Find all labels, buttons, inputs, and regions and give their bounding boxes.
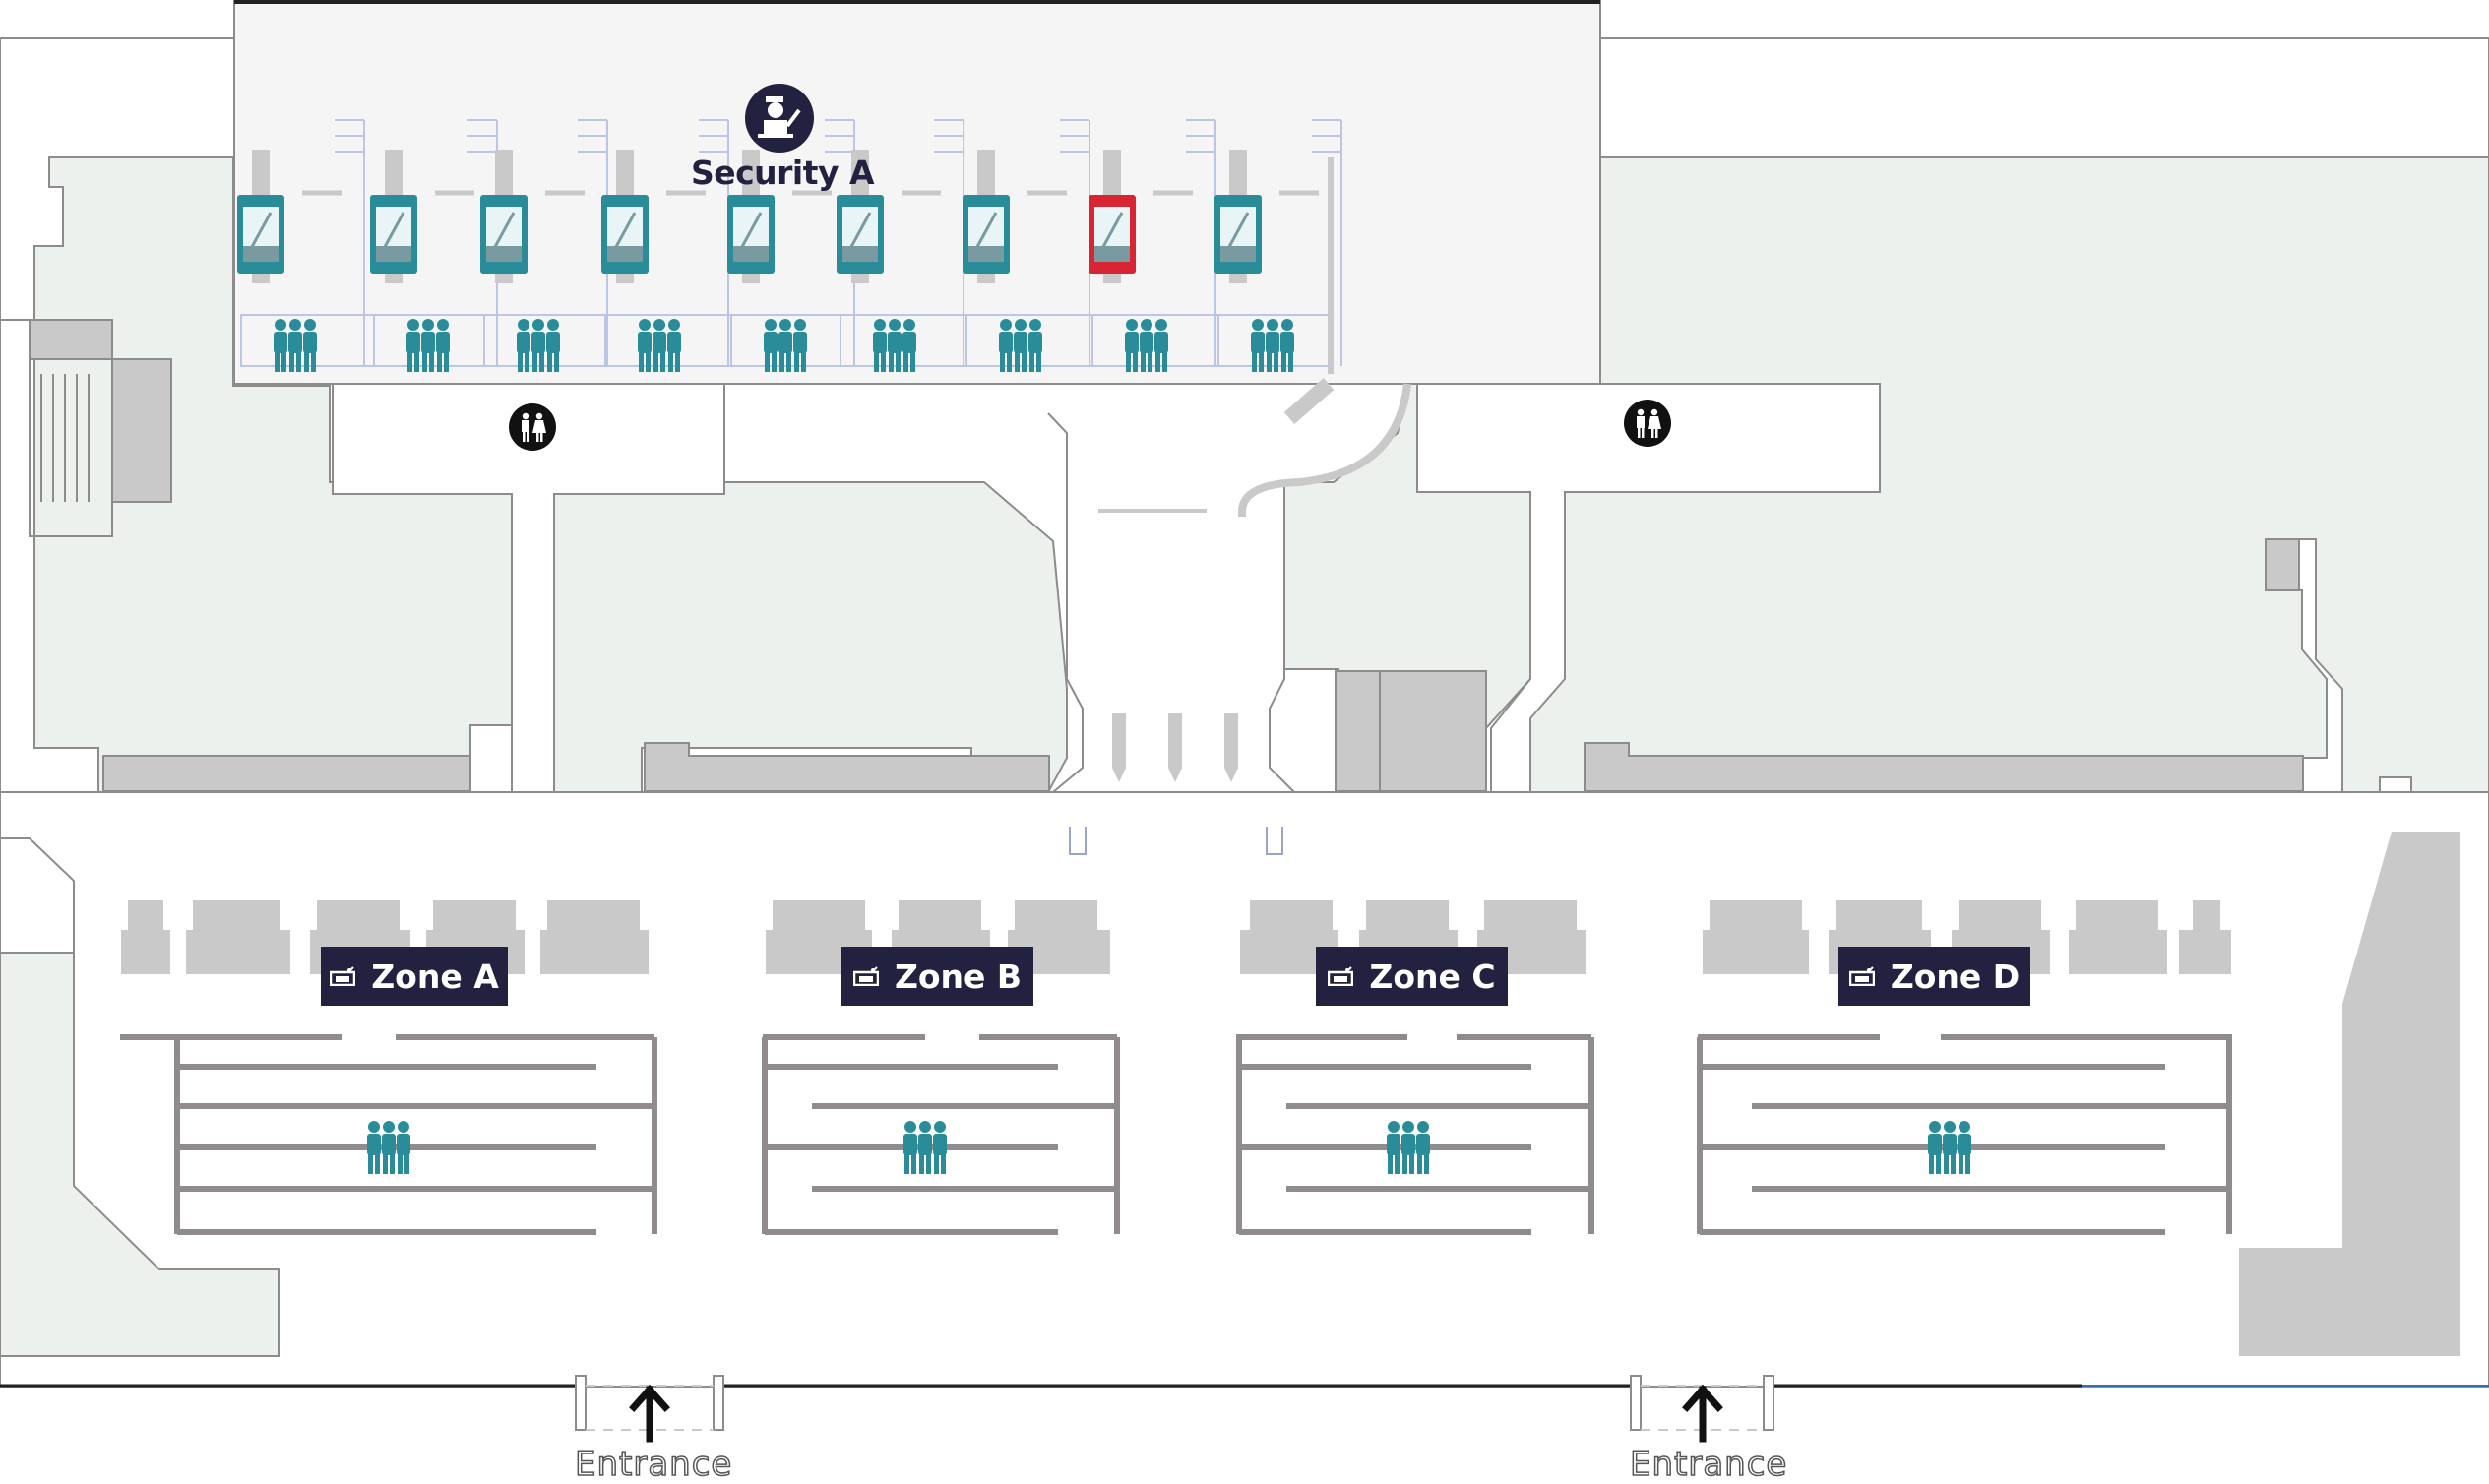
lane-rails [840, 119, 964, 366]
lane-rails [604, 119, 729, 366]
arrow-up-icon [1682, 1385, 1723, 1443]
lane-rails [240, 119, 365, 366]
zone-label-d[interactable]: Zone D [1838, 947, 2030, 1006]
zone-label-text: Zone C [1369, 957, 1496, 996]
security-scanner-open[interactable] [601, 150, 649, 283]
baggage-icon [1848, 966, 1875, 986]
lane-rails [373, 119, 498, 366]
lane-rails [965, 119, 1090, 366]
restroom-icon [1624, 400, 1671, 447]
security-scanner-open[interactable] [837, 150, 884, 283]
baggage-icon [852, 966, 879, 986]
lower-right-area [2239, 832, 2460, 1356]
zone-label-b[interactable]: Zone B [841, 947, 1033, 1006]
security-scanner-closed[interactable] [1089, 150, 1136, 283]
security-scanner-open[interactable] [963, 150, 1010, 283]
entrance-label[interactable]: Entrance [574, 1444, 733, 1484]
zone-label-text: Zone B [894, 957, 1023, 996]
baggage-icon [1328, 966, 1354, 986]
zone-label-text: Zone A [371, 957, 499, 996]
security-scanner-open[interactable] [727, 150, 775, 283]
baggage-icon [330, 966, 356, 986]
zone-label-text: Zone D [1890, 957, 2021, 996]
lower-left-area [0, 837, 75, 954]
lane-rails [1091, 119, 1216, 366]
zone-label-c[interactable]: Zone C [1316, 947, 1508, 1006]
zone-label-a[interactable]: Zone A [321, 947, 508, 1006]
restroom-icon [509, 403, 556, 451]
security-scanner-open[interactable] [480, 150, 528, 283]
security-scanner-open[interactable] [237, 150, 284, 283]
arrow-up-icon [629, 1385, 670, 1443]
entrance-label[interactable]: Entrance [1629, 1444, 1788, 1484]
security-title: Security A [690, 154, 875, 192]
lane-rails [1217, 119, 1342, 366]
lane-rails [730, 119, 855, 366]
security-officer-icon [745, 84, 814, 153]
lane-rails [483, 119, 608, 366]
security-scanner-open[interactable] [1214, 150, 1262, 283]
security-scanner-open[interactable] [370, 150, 417, 283]
